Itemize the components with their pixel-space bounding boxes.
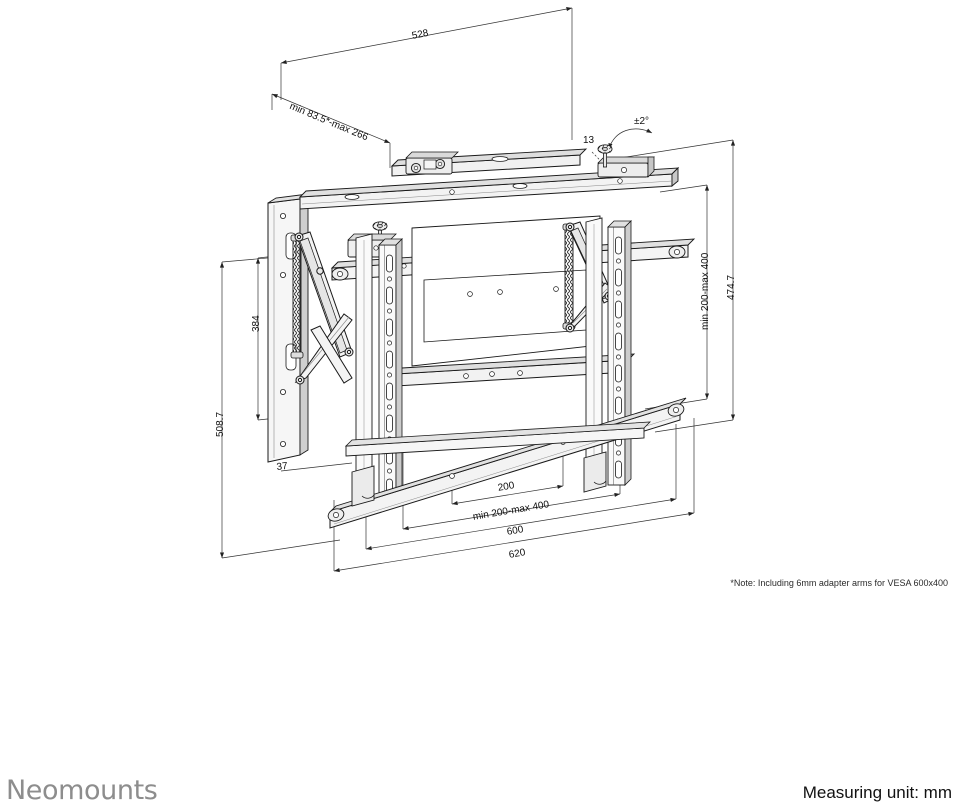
tilt-adjust-knob-right bbox=[597, 144, 655, 178]
dim-label-37: 37 bbox=[276, 460, 289, 473]
dim-line-vesa-height bbox=[644, 184, 710, 410]
vesa-adapter-rail-right bbox=[607, 220, 632, 486]
vesa-adapter-rail-left bbox=[378, 238, 403, 504]
gas-spring-left bbox=[290, 234, 304, 359]
dim-label-knob-13: 13 bbox=[583, 135, 595, 146]
top-wall-rail bbox=[298, 166, 680, 210]
wall-plate-left bbox=[267, 193, 309, 463]
dim-label-384: 384 bbox=[251, 315, 262, 332]
display-bottom-rail bbox=[394, 353, 636, 387]
neomounts-logo: Neomounts bbox=[6, 775, 158, 806]
dim-label-tilt-angle: ±2° bbox=[634, 116, 650, 127]
dim-label-474-7: 474.7 bbox=[726, 274, 737, 300]
lock-mechanism-top bbox=[405, 151, 459, 175]
page-footer: Neomounts Measuring unit: mm bbox=[0, 750, 960, 812]
dimension-lines-group bbox=[219, 6, 736, 573]
dim-label-vesa-height: min 200-max 400 bbox=[700, 252, 711, 330]
mount-assembly bbox=[267, 144, 696, 529]
measuring-unit-note: Measuring unit: mm bbox=[802, 783, 952, 802]
dim-label-508-7: 508.7 bbox=[215, 411, 226, 437]
bottom-bracket-right bbox=[583, 451, 607, 493]
gas-spring-right bbox=[562, 223, 576, 330]
vertical-column-left bbox=[355, 233, 373, 498]
dim-arc-tilt bbox=[608, 128, 653, 150]
vesa-footnote: *Note: Including 6mm adapter arms for VE… bbox=[730, 578, 948, 588]
scissor-arm-left bbox=[294, 231, 354, 385]
dim-line-37 bbox=[280, 462, 353, 472]
dim-line-depth bbox=[271, 93, 391, 168]
display-lower-frame bbox=[344, 421, 652, 457]
display-back-panel bbox=[411, 215, 601, 367]
dim-line-528 bbox=[280, 6, 573, 140]
bottom-bracket-left bbox=[351, 465, 375, 507]
